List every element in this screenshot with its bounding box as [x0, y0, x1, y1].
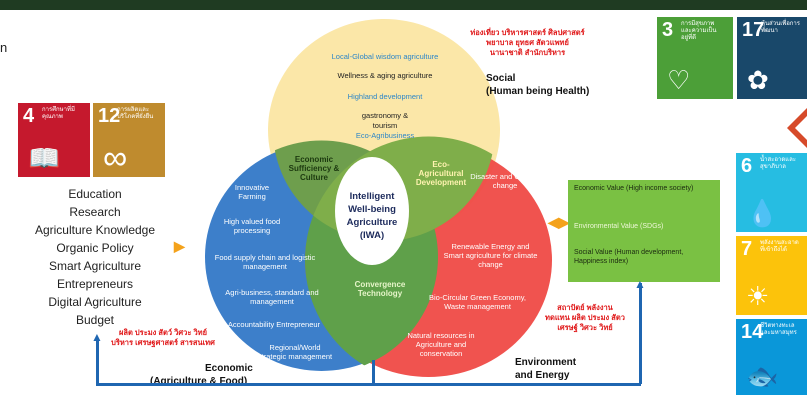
economic-item: Innovative Farming	[234, 183, 270, 201]
thai-social-faculties: ท่องเที่ยว บริหารศาสตร์ ศิลปศาสตร์ พยาบา…	[470, 28, 585, 57]
economic-item: Regional/World strategic management	[257, 343, 333, 361]
feedback-line-left	[96, 340, 99, 384]
arrow-up-icon: ▲	[91, 330, 103, 344]
feedback-line-right	[639, 283, 642, 384]
social-item: Highland development	[347, 92, 423, 101]
arrow-right-icon: ▶	[174, 238, 185, 254]
red-diamond-icon	[787, 108, 807, 148]
sdg-12-tile: 12 การผลิตและบริโภคที่ยั่งยืน ∞	[93, 103, 165, 177]
sdg-3-tile: 3 การมีสุขภาพและความเป็นอยู่ที่ดี ♡	[657, 17, 733, 99]
list-item: Organic Policy	[56, 241, 134, 255]
cut-off-text: n	[0, 40, 8, 55]
list-item: Entrepreneurs	[56, 277, 134, 291]
environmental-value: Environmental Value (SDGs)	[574, 223, 664, 230]
convergence-label: Convergence Technology	[354, 280, 406, 298]
sdg-7-tile: 7 พลังงานสะอาดที่เข้าถึงได้ ☀	[736, 236, 807, 315]
economic-value: Economic Value (High income society)	[574, 185, 694, 192]
thai-environment-faculties: สถาปัตย์ พลังงานทดแทน ผลิต ประมง สัตว เศ…	[545, 303, 625, 332]
environment-item: Natural resources in Agriculture and con…	[407, 331, 475, 358]
fish-icon: 🐟	[746, 361, 779, 391]
economic-label: Economic (Agriculture & Food)	[150, 363, 253, 387]
social-item: gastronomy &	[361, 111, 409, 120]
economic-item: Accountability Entrepreneur	[227, 320, 321, 329]
eco-agricultural-label: Eco-Agricultural Development	[415, 160, 467, 187]
sdg-4-tile: 4 การศึกษาที่มีคุณภาพ 📖	[18, 103, 90, 177]
sdg-6-tile: 6 น้ำสะอาดและสุขาภิบาล 💧	[736, 153, 807, 232]
list-item: Digital Agriculture	[48, 295, 142, 309]
center-circle	[335, 157, 409, 265]
center-title: Intelligent Well-being Agriculture (IWA)	[346, 191, 398, 241]
economic-item: Food supply chain and logistic managemen…	[214, 253, 316, 271]
environment-item: Disaster and Climate change	[470, 172, 540, 190]
feedback-line-bottom	[96, 383, 641, 386]
input-factors-list: Education Research Agriculture Knowledge…	[5, 185, 185, 329]
value-outcomes-box: Economic Value (High income society) Env…	[568, 180, 720, 282]
social-item: Wellness & aging agriculture	[337, 71, 433, 80]
sdg-17-tile: 17 หุ้นส่วนเพื่อการพัฒนา ✿	[737, 17, 807, 99]
economic-item: Agri-business, standard and management	[225, 288, 319, 306]
environment-item: Bio-Circular Green Economy, Waste manage…	[429, 293, 526, 311]
list-item: Smart Agriculture	[48, 259, 142, 273]
environment-item: Renewable Energy and Smart agriculture f…	[443, 242, 538, 269]
top-banner-bar	[0, 0, 807, 10]
feedback-line-mid	[372, 360, 375, 384]
economic-item: High valued food processing	[223, 217, 281, 235]
list-item: Education	[68, 187, 122, 201]
flower-icon: ✿	[747, 65, 769, 95]
list-item: Agriculture Knowledge	[34, 223, 156, 237]
sdg-14-tile: 14 ชีวิตทางทะเลและมหาสมุทร 🐟	[736, 319, 807, 395]
social-label: Social (Human being Health)	[486, 73, 590, 97]
book-icon: 📖	[28, 143, 61, 173]
water-drop-icon: 💧	[746, 198, 779, 228]
double-arrow-icon: ◀▶	[548, 214, 570, 230]
list-item: Budget	[75, 313, 115, 327]
thai-economic-faculties: ผลิต ประมง สัตว์ วิศวะ วิทย์ บริหาร เศรษ…	[111, 328, 215, 347]
economic-sufficiency-label: Economic Sufficiency & Culture	[288, 155, 340, 182]
list-item: Research	[69, 205, 121, 219]
social-item: Eco-Agribusiness	[355, 131, 415, 140]
social-value: Social Value (Human development, Happine…	[574, 249, 684, 265]
social-item: Local-Global wisdom agriculture	[331, 52, 439, 61]
sun-icon: ☀	[746, 281, 770, 311]
social-item: tourism	[372, 121, 398, 130]
heartbeat-icon: ♡	[667, 65, 691, 95]
environment-label: Environment and Energy	[515, 357, 577, 381]
infinity-icon: ∞	[103, 139, 128, 177]
arrow-up-icon: ▲	[634, 277, 646, 291]
